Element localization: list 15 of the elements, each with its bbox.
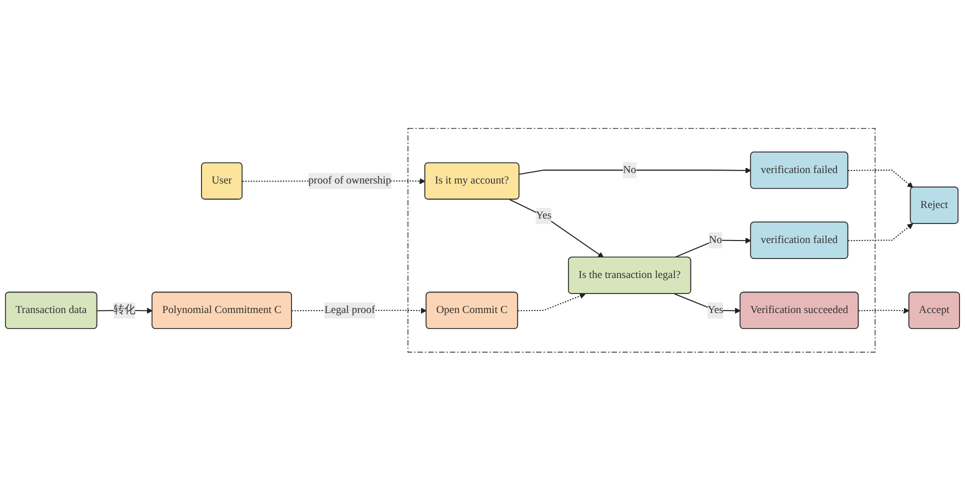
edge-label: proof of ownership [308, 175, 392, 187]
edge-label: Yes [708, 304, 724, 316]
edge-label: No [622, 164, 636, 176]
arrow [858, 308, 910, 314]
edge-label: No [708, 234, 722, 246]
arrow [519, 168, 752, 175]
arrow [848, 170, 914, 188]
edge-label: 转化 [114, 304, 136, 316]
arrow [518, 293, 586, 312]
arrow [674, 238, 752, 258]
arrow [509, 199, 604, 258]
edge-label: Yes [536, 210, 552, 222]
edge-label: Legal proof [324, 304, 376, 316]
cluster [408, 128, 876, 353]
arrow [848, 224, 914, 242]
